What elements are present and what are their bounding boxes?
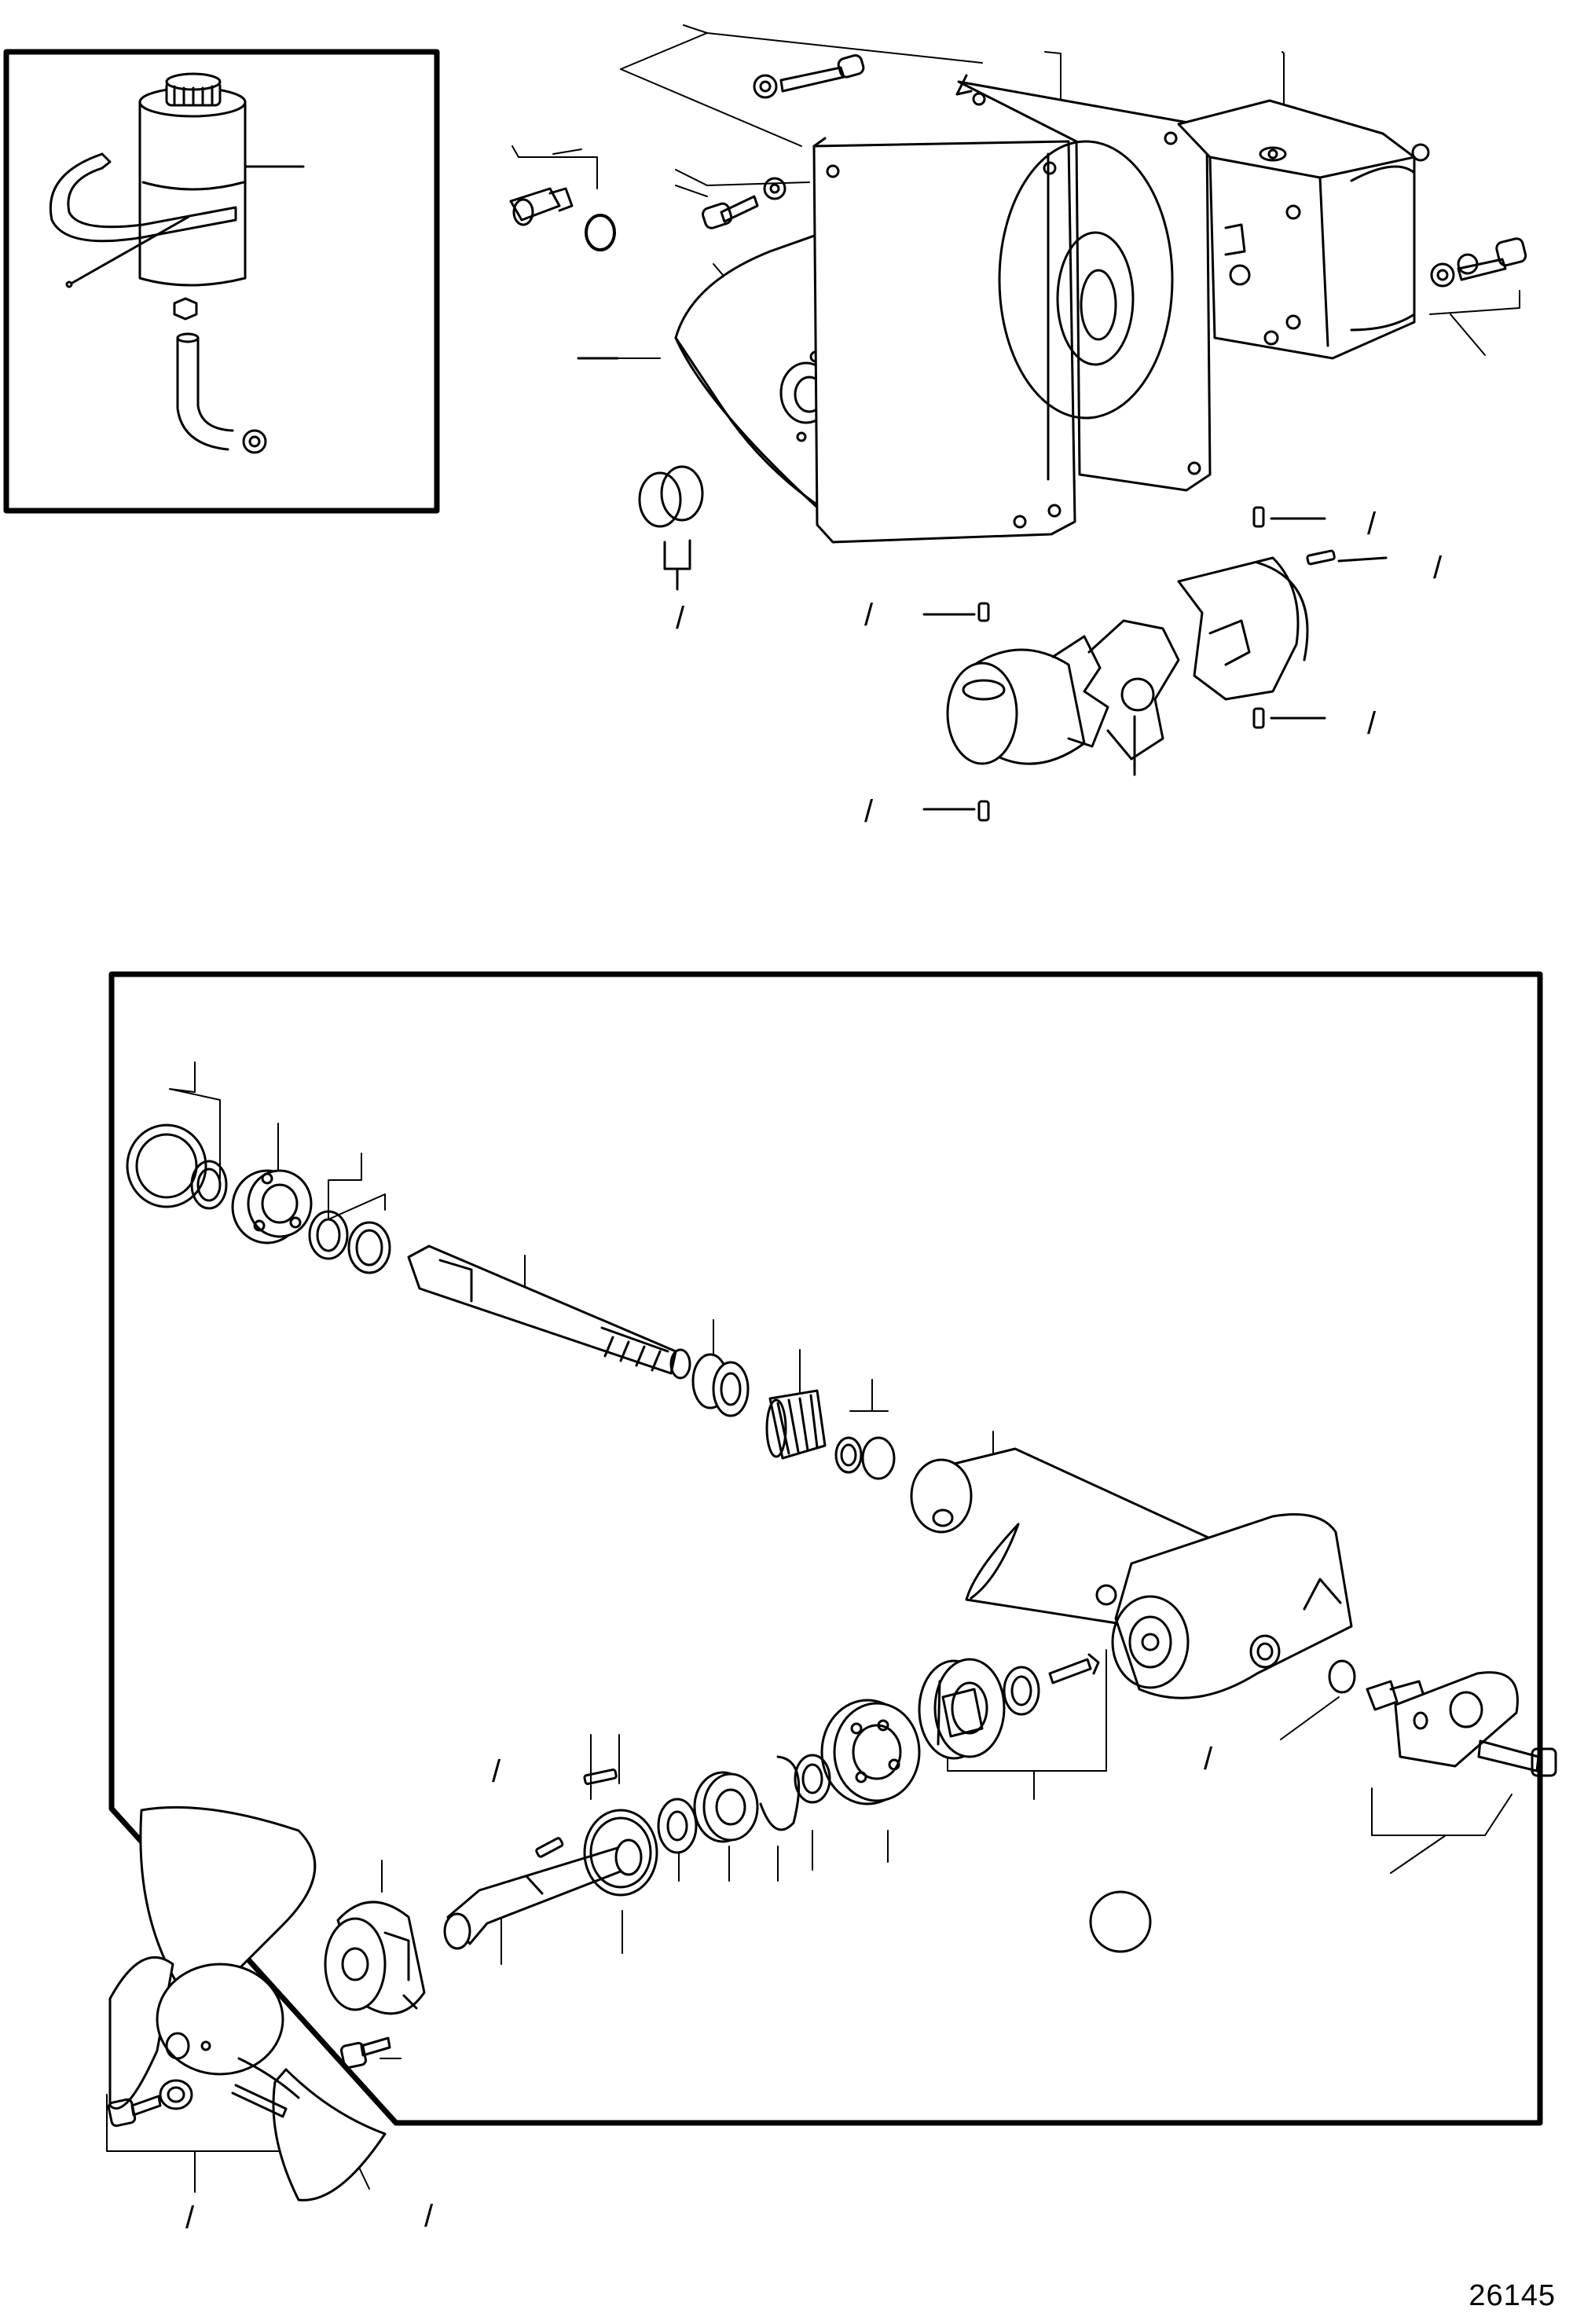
anode-screw bbox=[1477, 1739, 1557, 1777]
jaw-coupling bbox=[946, 556, 1309, 776]
callout-marks: / / / / / / / / / / / bbox=[185, 507, 1443, 2235]
keys bbox=[535, 1769, 618, 1858]
shaft-seal-pair bbox=[638, 465, 704, 591]
cap-screw-top bbox=[753, 54, 865, 99]
fitting-and-oring bbox=[509, 187, 616, 251]
drain-screw bbox=[1048, 1653, 1100, 1684]
callout-mark: / bbox=[185, 2201, 195, 2235]
circlip-left bbox=[126, 1124, 207, 1208]
top-assembly bbox=[509, 24, 1527, 822]
cap-screw-mid bbox=[702, 177, 786, 229]
callout-mark: / bbox=[1433, 551, 1443, 585]
lower-frame bbox=[108, 971, 1543, 2126]
zinc-ring bbox=[324, 1901, 426, 2015]
callout-mark: / bbox=[864, 598, 874, 632]
shim-and-circlip-small bbox=[834, 1436, 896, 1480]
anode-plate bbox=[1394, 1671, 1519, 1768]
hydraulic-pump bbox=[1177, 99, 1430, 360]
reservoir-bottle bbox=[138, 72, 305, 287]
shims-pair bbox=[308, 1210, 391, 1274]
inset-frame bbox=[3, 49, 440, 514]
pins bbox=[922, 506, 1388, 822]
reservoir-inset bbox=[3, 49, 440, 514]
callout-mark: / bbox=[1367, 507, 1377, 541]
mounting-strap bbox=[49, 152, 237, 288]
position-indicator-circle bbox=[1089, 1890, 1152, 1953]
callout-mark: / bbox=[1367, 706, 1377, 741]
callout-mark: / bbox=[864, 794, 874, 829]
shims-left bbox=[190, 1160, 228, 1210]
ball-bearing-small bbox=[693, 1771, 759, 1843]
gearcase-housing bbox=[1095, 1513, 1353, 1699]
oring-spacer bbox=[583, 1809, 658, 1897]
ball-bearing-lower bbox=[820, 1699, 921, 1805]
prop-screw-washer bbox=[107, 2079, 193, 2128]
cap-screw-right bbox=[1430, 237, 1527, 288]
oring-seal-right bbox=[1328, 1659, 1356, 1694]
drawing-number: 26145 bbox=[1468, 2279, 1556, 2312]
callout-mark: / bbox=[424, 2199, 434, 2234]
lower-assembly bbox=[106, 1061, 1557, 2201]
thrust-washer bbox=[1003, 1666, 1040, 1716]
drive-shaft bbox=[407, 1244, 691, 1380]
ball-bearing-upper bbox=[231, 1169, 313, 1244]
callout-mark: / bbox=[1204, 1742, 1213, 1776]
callout-mark: / bbox=[676, 601, 685, 636]
ring-socket-screw bbox=[340, 2036, 391, 2069]
seal-lower bbox=[657, 1798, 698, 1854]
needle-bearing bbox=[691, 1353, 750, 1417]
flange-plate bbox=[812, 137, 1076, 544]
pinion-gear bbox=[765, 1389, 827, 1460]
propeller bbox=[108, 1805, 387, 2201]
callout-mark: / bbox=[492, 1754, 501, 1789]
hose-assembly bbox=[173, 297, 267, 454]
crown-gear bbox=[918, 1658, 1006, 1760]
top-leader-lines bbox=[512, 24, 1520, 359]
lower-rings bbox=[759, 1754, 831, 1831]
propeller-shaft bbox=[443, 1838, 643, 1950]
